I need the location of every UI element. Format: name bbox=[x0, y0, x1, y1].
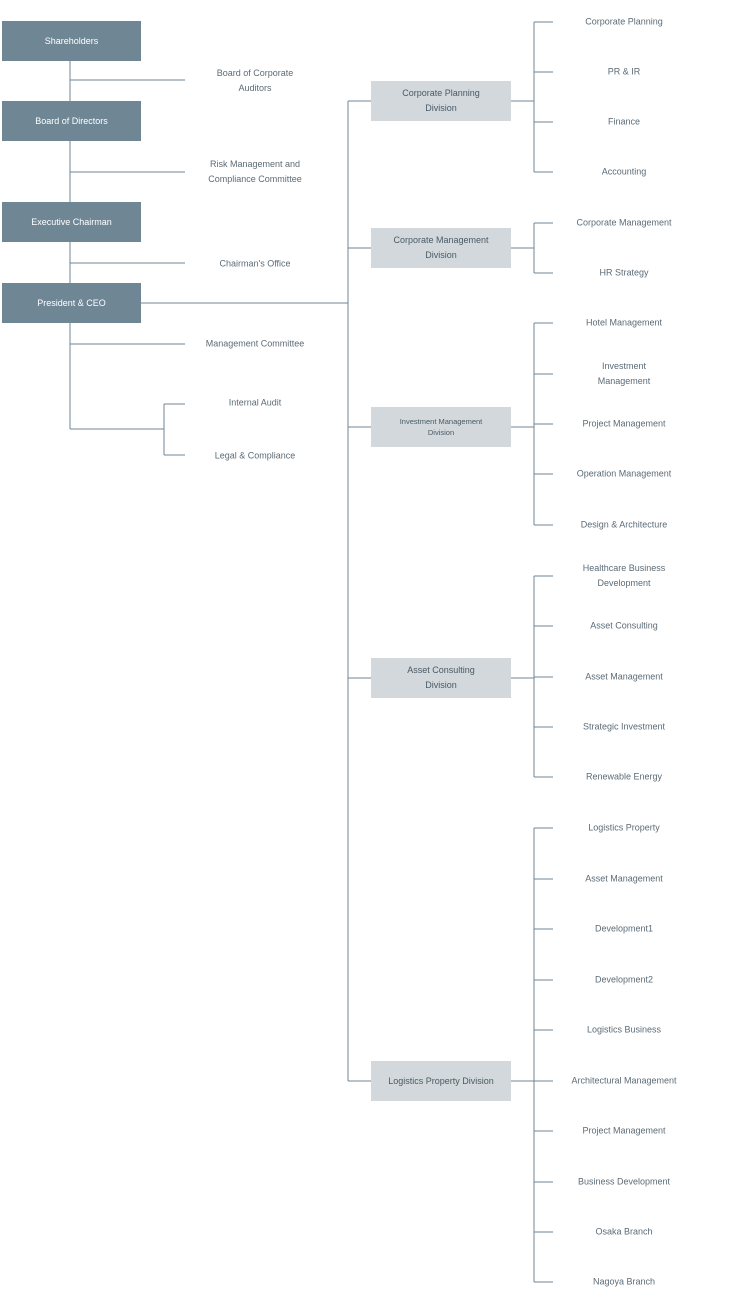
department-label: HR Strategy bbox=[599, 266, 648, 281]
risk-committee-line-1: Risk Management and bbox=[209, 159, 301, 169]
department-label-line: Healthcare Business bbox=[582, 563, 666, 573]
department-label: Development2 bbox=[595, 973, 653, 988]
risk-committee-label: Risk Management and Compliance Committee bbox=[208, 157, 302, 187]
department-label-line: Accounting bbox=[601, 166, 647, 177]
department-label: Asset Consulting bbox=[590, 619, 658, 634]
division-box-5: Logistics Property Division bbox=[371, 1061, 511, 1101]
division-name-line: Division bbox=[425, 680, 457, 690]
department-label: Architectural Management bbox=[571, 1074, 676, 1089]
department-label: Business Development bbox=[578, 1175, 670, 1190]
division-name-line: Asset Consulting bbox=[407, 665, 475, 675]
internal-audit-label: Internal Audit bbox=[228, 397, 282, 408]
board-of-auditors-line-1: Board of Corporate bbox=[216, 68, 294, 78]
department-label: Corporate Management bbox=[576, 216, 671, 231]
department-label: Logistics Property bbox=[588, 821, 660, 836]
division-name-line: Logistics Property Division bbox=[388, 1075, 494, 1086]
department-label-line: PR & IR bbox=[607, 66, 641, 77]
executive-chairman-label: Executive Chairman bbox=[31, 216, 112, 227]
board-of-auditors-label: Board of Corporate Auditors bbox=[217, 66, 294, 96]
department-label: Project Management bbox=[582, 417, 665, 432]
department-label-line: Asset Management bbox=[585, 671, 663, 682]
department-label-line: Asset Management bbox=[585, 873, 663, 884]
division-name-line: Investment Management bbox=[399, 417, 483, 426]
division-name-5: Logistics Property Division bbox=[388, 1074, 494, 1089]
chairmans-office-label: Chairman's Office bbox=[219, 258, 291, 269]
legal-compliance-label: Legal & Compliance bbox=[214, 450, 296, 461]
department-label-line: Nagoya Branch bbox=[592, 1276, 656, 1287]
department-label-line: Logistics Property bbox=[588, 822, 660, 833]
board-of-directors-label: Board of Directors bbox=[35, 115, 108, 126]
department-label-line: Project Management bbox=[582, 418, 666, 429]
department-label-line: Development2 bbox=[594, 974, 654, 985]
department-label-line: Asset Consulting bbox=[590, 620, 658, 631]
division-name-line: Division bbox=[427, 428, 455, 437]
department-label-line: Business Development bbox=[577, 1176, 671, 1187]
department-label: Asset Management bbox=[585, 670, 663, 685]
department-label-line: Investment bbox=[601, 361, 647, 371]
department-label-line: Renewable Energy bbox=[585, 771, 663, 782]
department-label: Asset Management bbox=[585, 872, 663, 887]
department-label-line: Development1 bbox=[594, 923, 654, 934]
department-label: Corporate Planning bbox=[585, 15, 663, 30]
department-label-line: Design & Architecture bbox=[580, 519, 668, 530]
department-label-line: Architectural Management bbox=[571, 1075, 677, 1086]
division-name-line: Division bbox=[425, 250, 457, 260]
department-label-line: Logistics Business bbox=[586, 1024, 662, 1035]
department-label: Design & Architecture bbox=[581, 518, 668, 533]
department-label-line: Strategic Investment bbox=[582, 721, 666, 732]
department-label-line: Development bbox=[597, 578, 651, 588]
risk-committee-line-2: Compliance Committee bbox=[208, 174, 302, 184]
board-of-directors-box: Board of Directors bbox=[2, 101, 141, 141]
board-of-auditors-line-2: Auditors bbox=[238, 83, 272, 93]
department-label: Project Management bbox=[582, 1124, 665, 1139]
division-name-line: Division bbox=[425, 103, 457, 113]
department-label-line: Corporate Planning bbox=[585, 16, 663, 27]
department-label: Renewable Energy bbox=[586, 770, 662, 785]
department-label-line: Osaka Branch bbox=[595, 1226, 653, 1237]
department-label: Operation Management bbox=[577, 467, 672, 482]
department-label: Finance bbox=[608, 115, 640, 130]
president-ceo-label: President & CEO bbox=[37, 297, 106, 308]
shareholders-box: Shareholders bbox=[2, 21, 141, 61]
department-label-line: Corporate Management bbox=[576, 217, 672, 228]
department-label: Osaka Branch bbox=[595, 1225, 652, 1240]
department-label-line: HR Strategy bbox=[599, 267, 649, 278]
department-label-line: Operation Management bbox=[576, 468, 672, 479]
department-label: Strategic Investment bbox=[583, 720, 665, 735]
department-label-line: Hotel Management bbox=[585, 317, 663, 328]
president-ceo-box: President & CEO bbox=[2, 283, 141, 323]
department-label: Logistics Business bbox=[587, 1023, 661, 1038]
department-label: Development1 bbox=[595, 922, 653, 937]
division-name-line: Corporate Management bbox=[393, 235, 489, 245]
department-label: Accounting bbox=[602, 165, 647, 180]
department-label-line: Finance bbox=[607, 116, 641, 127]
department-label: Nagoya Branch bbox=[593, 1275, 655, 1290]
executive-chairman-box: Executive Chairman bbox=[2, 202, 141, 242]
division-name-line: Corporate Planning bbox=[402, 88, 480, 98]
department-label-line: Project Management bbox=[582, 1125, 666, 1136]
management-committee-label: Management Committee bbox=[205, 338, 305, 349]
department-label: Hotel Management bbox=[586, 316, 662, 331]
department-label-line: Management bbox=[597, 376, 651, 386]
department-label: PR & IR bbox=[608, 65, 641, 80]
shareholders-label: Shareholders bbox=[44, 35, 99, 46]
